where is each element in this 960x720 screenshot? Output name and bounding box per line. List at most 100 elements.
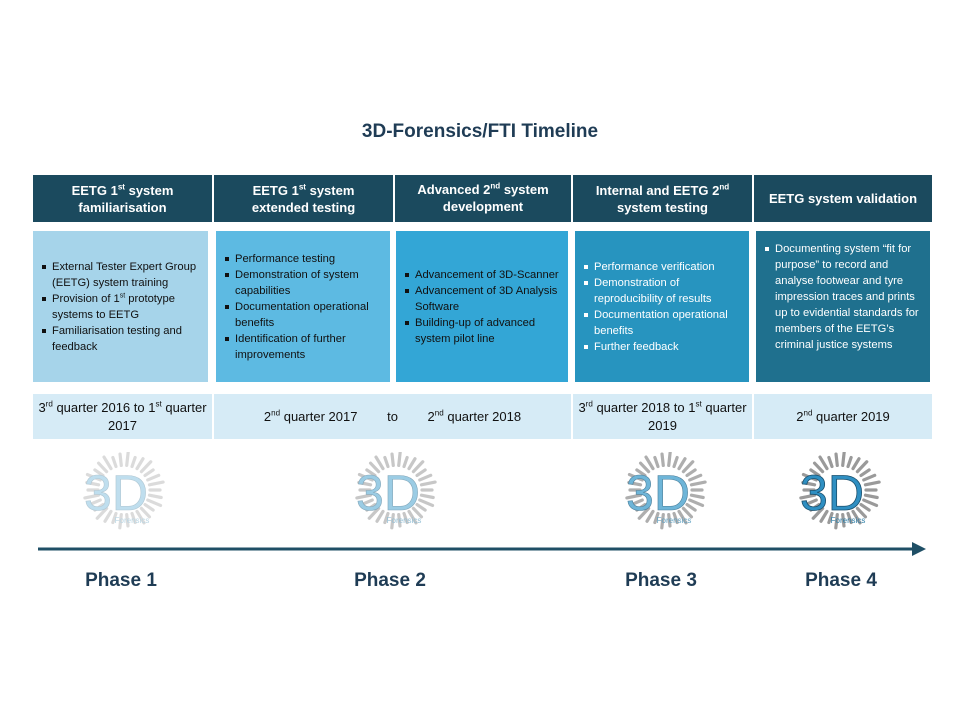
logo-ray	[855, 506, 868, 519]
logo-ray	[375, 509, 385, 523]
logo-ray	[411, 506, 424, 519]
logo-3d-text: 3D	[626, 465, 690, 521]
logo-ray	[637, 506, 651, 520]
logo-rays	[355, 452, 437, 530]
logo-ray	[681, 460, 695, 474]
logo-ray	[846, 511, 853, 525]
header-text: Internal and EETG 2	[595, 182, 720, 198]
logo-ray	[96, 461, 109, 474]
header-system-testing: Internal and EETG 2nd system testing	[573, 175, 752, 222]
date-divider	[571, 394, 573, 439]
date-divider	[752, 394, 754, 439]
logo-ray	[841, 452, 846, 468]
header-sup: nd	[719, 182, 730, 192]
date-text: 2	[796, 408, 804, 424]
logo-ray	[418, 498, 435, 508]
logo-ray	[645, 509, 655, 523]
logo-ray	[111, 511, 118, 525]
column-familiarisation: External Tester Expert Group (EETG) syst…	[33, 231, 208, 382]
logo-ray	[862, 473, 877, 482]
logo-ray	[667, 452, 672, 468]
logo-ray	[667, 512, 672, 528]
date-divider	[212, 394, 214, 439]
logo-ray	[803, 498, 818, 507]
date-text: 3	[38, 399, 46, 415]
date-sup: rd	[585, 399, 593, 409]
date-text: quarter 2017	[280, 408, 358, 424]
list-item: Documentation operational benefits	[581, 307, 741, 339]
logo-3d-text: 3D	[84, 465, 148, 521]
logo-ray	[846, 455, 853, 469]
3d-forensics-logo: 3D Forensics	[83, 452, 165, 530]
list-item: Demonstration of system capabilities	[222, 267, 382, 299]
logo-ray	[660, 512, 665, 530]
logo-rays	[799, 452, 881, 530]
logo-ray	[653, 511, 660, 525]
list-item: External Tester Expert Group (EETG) syst…	[39, 259, 200, 291]
header-text: EETG 1	[71, 182, 118, 198]
timeline-arrow	[38, 542, 926, 556]
item-text: Provision of 1	[52, 292, 120, 305]
logo-forensics-text: Forensics	[657, 516, 692, 525]
logo-ray	[87, 498, 102, 507]
logo-ray	[689, 480, 707, 487]
logo-ray	[93, 502, 105, 512]
logo-ray	[625, 493, 643, 500]
logo-ray	[130, 455, 137, 469]
phase-3-label: Phase 3	[625, 570, 697, 591]
header-text: Advanced 2	[417, 182, 491, 197]
list-item: Building-up of advanced system pilot lin…	[402, 315, 560, 347]
header-text: familiarisation	[78, 199, 167, 215]
logo-ray	[672, 455, 679, 469]
logo-ray	[139, 460, 153, 474]
item-text: prototype systems to EETG	[52, 292, 175, 321]
logo-ray	[862, 498, 879, 508]
logo-ray	[681, 506, 694, 519]
logo-ray	[851, 509, 862, 525]
list-item: Advancement of 3D Analysis Software	[402, 283, 560, 315]
logo-ray	[685, 468, 697, 478]
logo-ray	[851, 457, 861, 471]
logo-forensics-text: Forensics	[387, 516, 422, 525]
list-item: Documentation operational benefits	[222, 299, 382, 331]
logo-ray	[146, 498, 163, 508]
logo-ray	[85, 472, 102, 482]
logo-ray	[95, 506, 109, 520]
logo-ray	[863, 493, 879, 500]
logo-ray	[799, 493, 817, 500]
logo-ray	[863, 480, 881, 487]
logo-ray	[827, 455, 834, 469]
logo-ray	[367, 506, 381, 520]
logo-ray	[419, 480, 437, 487]
date-text: 3	[578, 399, 586, 415]
logo-forensics-text: Forensics	[831, 516, 866, 525]
date-text: quarter 2019	[812, 408, 890, 424]
date-text: quarter 2018	[443, 408, 522, 424]
logo-ray	[402, 455, 409, 469]
date-sup: nd	[434, 408, 444, 418]
logo-ray	[629, 498, 644, 507]
logo-ray	[355, 493, 373, 500]
logo-ray	[368, 461, 381, 474]
header-text: system	[500, 182, 549, 197]
logo-ray	[418, 473, 433, 482]
header-text: system testing	[616, 199, 709, 215]
arrow-head	[912, 542, 926, 556]
logo-ray	[677, 509, 688, 525]
list-item: Familiarisation testing and feedback	[39, 323, 200, 355]
logo-ray	[644, 455, 655, 471]
logo-ray	[660, 452, 665, 468]
logo-ray	[627, 472, 644, 482]
logo-ray	[383, 455, 390, 469]
logo-ray	[125, 512, 130, 528]
date-text: quarter 2017	[108, 399, 207, 433]
list-item: Performance testing	[222, 251, 382, 267]
logo-ray	[415, 502, 427, 512]
logo-ray	[143, 468, 155, 478]
list-item: Documenting system “fit for purpose” to …	[762, 241, 922, 353]
list-item: Identification of further improvements	[222, 331, 382, 363]
list-item: Demonstration of reproducibility of resu…	[581, 275, 741, 307]
